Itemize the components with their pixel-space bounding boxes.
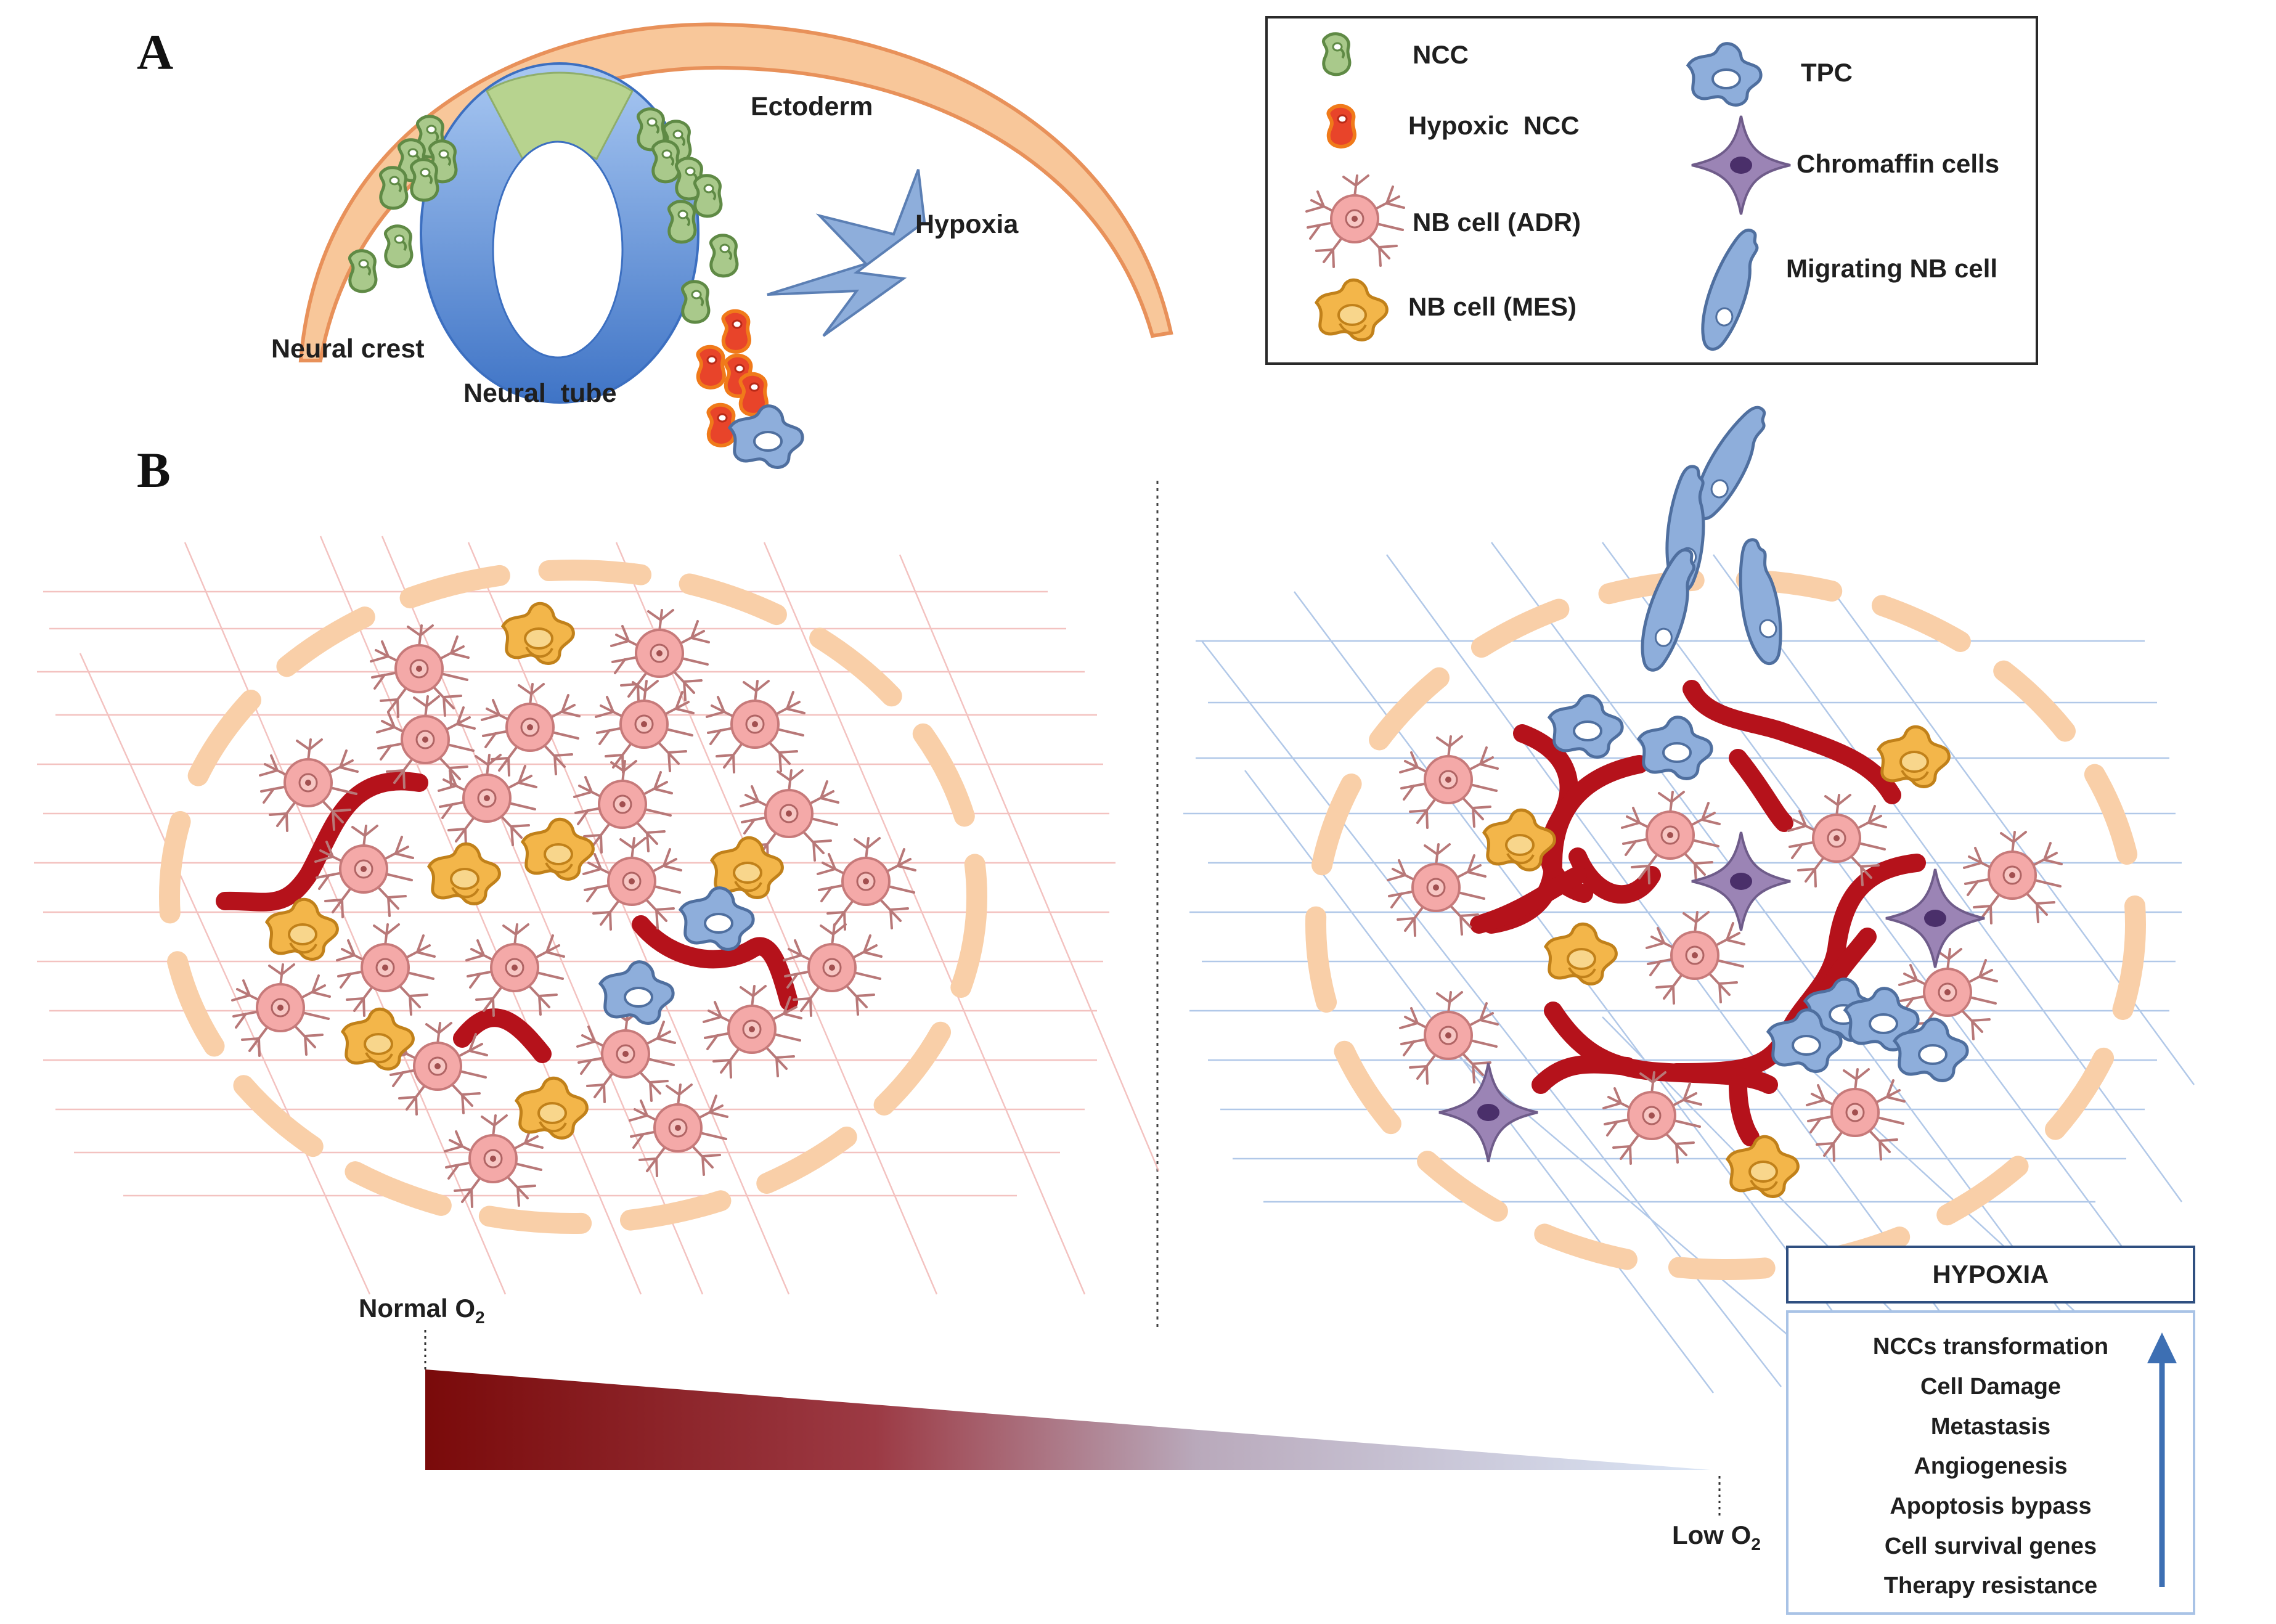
- normoxic-tumor-boundary: [159, 560, 987, 1234]
- effect-item: Metastasis: [1931, 1414, 2050, 1440]
- migrating-nb-cells: [1640, 398, 1801, 674]
- panel-label-b: B: [137, 442, 171, 498]
- increase-arrowhead-icon: [2147, 1332, 2177, 1363]
- legend-migrating-label: Migrating NB cell: [1786, 254, 1997, 283]
- hypoxia-effects-box: HYPOXIA NCCs transformation Cell Damage …: [1786, 1246, 2195, 1615]
- normoxic-matrix-lines: [34, 536, 1160, 1295]
- effect-item: Apoptosis bypass: [1890, 1493, 2091, 1519]
- oxygen-gradient-wedge: [425, 1369, 1710, 1470]
- effect-item: Therapy resistance: [1884, 1573, 2097, 1599]
- hypoxic-tumor-boundary: [1305, 569, 2146, 1280]
- neural-tube: [420, 62, 700, 404]
- legend-tpc-label: TPC: [1801, 58, 1853, 87]
- neural-crest-label: Neural crest: [271, 334, 425, 364]
- legend-ncc-label: NCC: [1413, 40, 1469, 69]
- legend-hypoxic-ncc-label: Hypoxic NCC: [1408, 111, 1580, 140]
- hypoxic-cells: [1387, 696, 2063, 1197]
- hypoxia-bolt-icon: [767, 169, 926, 337]
- normal-o2-label: Normal O2: [359, 1294, 485, 1327]
- effect-item: Cell Damage: [1920, 1374, 2061, 1400]
- neural-tube-label: Neural tube: [463, 378, 617, 408]
- effect-item: Cell survival genes: [1885, 1533, 2097, 1559]
- effect-item: NCCs transformation: [1873, 1334, 2108, 1360]
- legend-nb-adr-label: NB cell (ADR): [1413, 208, 1581, 237]
- legend-chromaffin-label: Chromaffin cells: [1797, 149, 1999, 178]
- hypoxia-title: HYPOXIA: [1932, 1260, 2049, 1289]
- panel-label-a: A: [137, 24, 173, 80]
- hypoxic-ncc-cluster: [698, 311, 802, 468]
- ectoderm-label: Ectoderm: [751, 92, 873, 121]
- legend-box: NCC Hypoxic NCC NB cell (ADR) NB cell (M…: [1265, 16, 2038, 365]
- legend-nb-mes-label: NB cell (MES): [1408, 292, 1576, 321]
- effect-item: Angiogenesis: [1914, 1453, 2067, 1479]
- normoxic-vessels: [216, 772, 798, 1063]
- normoxic-cells: [231, 603, 916, 1208]
- low-o2-label: Low O2: [1672, 1520, 1761, 1554]
- hypoxia-label: Hypoxia: [915, 210, 1019, 239]
